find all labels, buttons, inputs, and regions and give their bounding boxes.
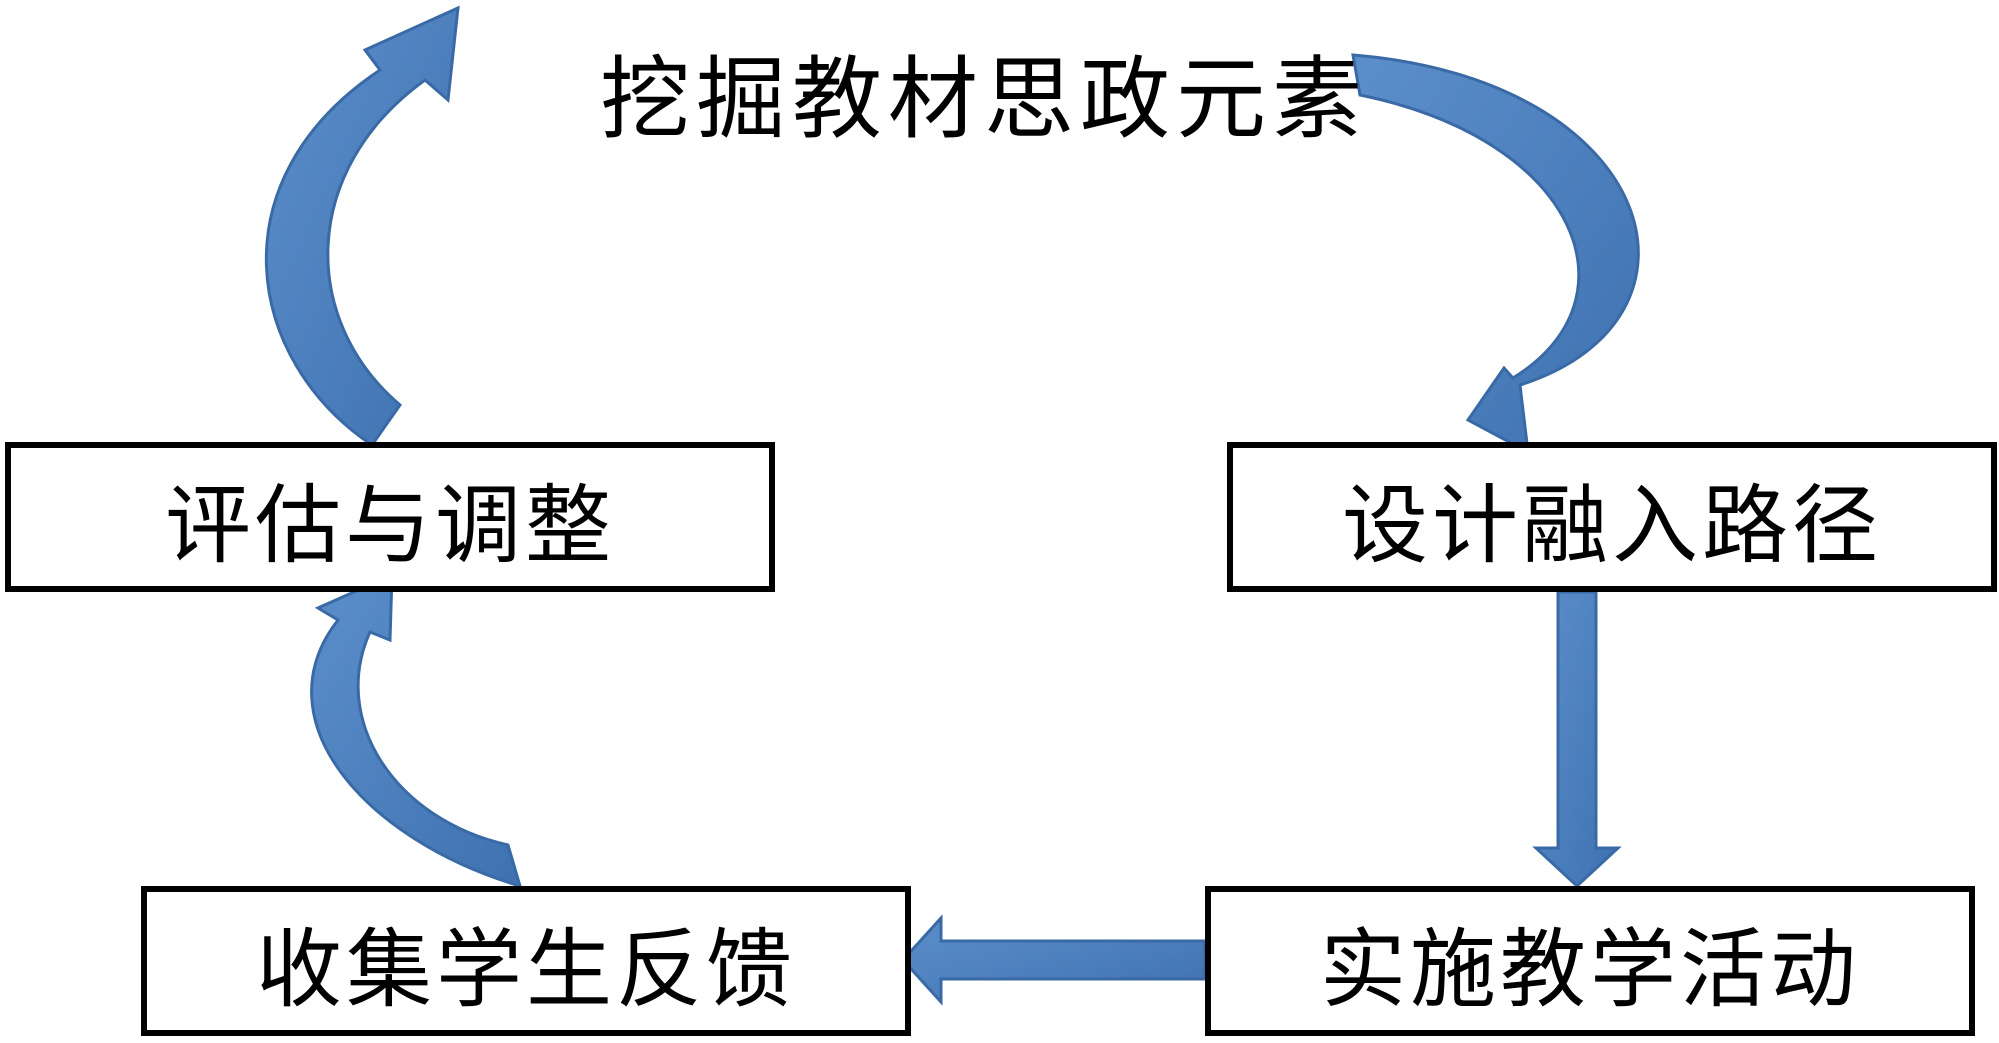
node-design-path: 设计融入路径: [1227, 442, 1997, 592]
arrow-design-to-implement: [1532, 590, 1622, 889]
node-label: 评估与调整: [165, 475, 615, 576]
arrow-collect-to-evaluate: [310, 572, 523, 889]
arrow-implement-to-collect: [900, 914, 1207, 1006]
node-evaluate-adjust: 评估与调整: [5, 442, 775, 592]
node-label: 实施教学活动: [1320, 919, 1860, 1020]
arrow-evaluate-to-mine: [265, 5, 460, 448]
arrow-mine-to-design: [1351, 53, 1640, 455]
node-collect-feedback: 收集学生反馈: [141, 886, 911, 1036]
node-implement-activities: 实施教学活动: [1205, 886, 1975, 1036]
node-label: 设计融入路径: [1342, 475, 1882, 576]
node-label: 收集学生反馈: [256, 919, 796, 1020]
node-mine-elements: 挖掘教材思政元素: [600, 55, 1368, 145]
node-label: 挖掘教材思政元素: [600, 47, 1368, 152]
